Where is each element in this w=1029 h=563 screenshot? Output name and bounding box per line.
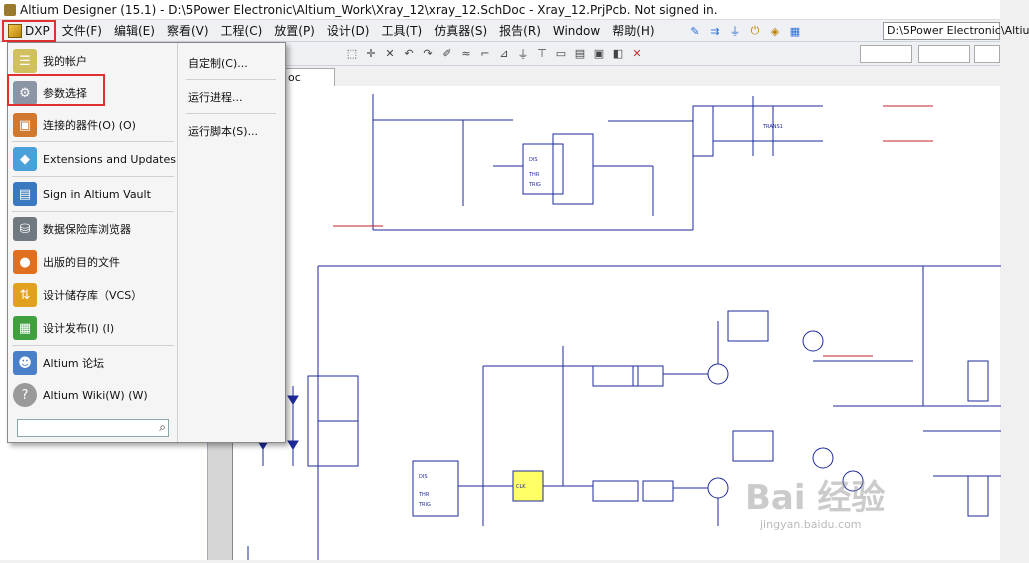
port-icon[interactable]: ◧ [612,47,624,60]
move-icon[interactable]: ✛ [366,47,376,60]
menu-item-connected-devices[interactable]: ▣ 连接的器件(O) (O) [10,109,176,141]
port-tool-icon[interactable]: ◈ [770,24,780,38]
menu-item-forum[interactable]: ☻ Altium 论坛 [10,347,176,379]
menu-bar: DXP 文件(F) 编辑(E) 察看(V) 工程(C) 放置(P) 设计(D) … [0,19,1000,42]
bus-entry-icon[interactable]: ⌐ [480,47,490,60]
zoom-combo[interactable] [974,45,1000,63]
menu-item-wiki[interactable]: ? Altium Wiki(W) (W) [10,379,176,411]
repository-icon: ⇅ [13,283,37,307]
net-icon[interactable]: ≈ [461,47,471,60]
menu-item-customize[interactable]: 自定制(C)... [188,57,248,70]
ground-icon[interactable]: ⏚ [517,47,529,61]
menu-item-run-script[interactable]: 运行脚本(S)... [188,125,259,138]
search-icon[interactable]: ⌕ [159,420,166,434]
ground-tool-icon[interactable]: ⏚ [729,25,741,38]
menu-item-publish-destinations[interactable]: ● 出版的目的文件 [10,246,176,278]
help-icon: ? [13,383,37,407]
menu-simulator[interactable]: 仿真器(S) [434,23,488,38]
menu-item-extensions[interactable]: ◆ Extensions and Updates [10,143,176,175]
menu-edit[interactable]: 编辑(E) [113,23,155,38]
forum-icon: ☻ [13,351,37,375]
svg-text:TRIG: TRIG [528,182,541,188]
menu-design[interactable]: 设计(D) [326,23,370,38]
watermark-url: jingyan.baidu.com [760,518,862,531]
netlabel-icon[interactable]: ⊿ [499,47,509,60]
menu-place[interactable]: 放置(P) [274,23,315,38]
svg-text:TRANS1: TRANS1 [762,124,783,130]
menu-item-design-repository[interactable]: ⇅ 设计储存库（VCS） [10,279,176,311]
menu-separator [12,345,174,346]
window-title: Altium Designer (15.1) - D:\5Power Elect… [20,2,718,17]
no-erc-icon[interactable]: ✕ [632,47,642,60]
bus-tool-icon[interactable]: ⇉ [710,24,720,38]
svg-text:DIS: DIS [529,157,538,163]
menu-item-vault-explorer[interactable]: ⛁ 数据保险库浏览器 [10,213,176,245]
menu-dxp[interactable]: DXP [2,19,56,42]
menu-project[interactable]: 工程(C) [220,23,263,38]
vcc-icon[interactable]: ⊤ [537,47,547,60]
main-toolbar: ✎ ⇉ ⏚ ⏻ ◈ ▦ [683,20,1000,42]
highlight-icon[interactable]: ✐ [442,47,452,60]
svg-text:THR: THR [418,492,430,498]
dxp-menu-left: ☰ 我的帐户 ⚙ 参数选择 ▣ 连接的器件(O) (O) ◆ Extension… [8,43,178,442]
release-icon: ▦ [13,316,37,340]
grid-tool-icon[interactable]: ▦ [789,24,801,38]
svg-text:DIS: DIS [419,474,428,480]
menu-search-input[interactable]: ⌕ [17,419,169,437]
menu-item-preferences[interactable]: ⚙ 参数选择 [10,77,176,109]
menu-tools[interactable]: 工具(T) [381,23,423,38]
altium-logo-icon [4,3,16,16]
menu-separator [12,211,174,212]
cross-icon[interactable]: ✕ [385,47,395,60]
mask-combo[interactable] [918,45,970,63]
svg-text:THR: THR [528,172,540,178]
dxp-menu-right: 自定制(C)... 运行进程... 运行脚本(S)... [178,43,285,442]
menu-help[interactable]: 帮助(H) [612,23,655,38]
menu-item-my-account[interactable]: ☰ 我的帐户 [10,45,176,77]
title-bar: Altium Designer (15.1) - D:\5Power Elect… [0,0,1000,20]
menu-window[interactable]: Window [552,23,601,38]
menu-item-design-release[interactable]: ▦ 设计发布(I) (I) [10,312,176,344]
vault-icon: ▤ [13,182,37,206]
undo-icon[interactable]: ↶ [404,47,414,60]
schematic-canvas[interactable]: DIS THR TRIG DIS THR TRIG CLK TRANS1 [232,86,1001,560]
schematic-labels: DIS THR TRIG DIS THR TRIG CLK TRANS1 [418,124,783,508]
account-icon: ☰ [13,49,37,73]
devices-icon: ▣ [13,113,37,137]
menu-view[interactable]: 察看(V) [166,23,209,38]
dxp-menu: ☰ 我的帐户 ⚙ 参数选择 ▣ 连接的器件(O) (O) ◆ Extension… [7,42,286,443]
menu-file[interactable]: 文件(F) [61,23,102,38]
menu-item-run-process[interactable]: 运行进程... [188,91,243,104]
menu-separator [12,141,174,142]
dxp-icon [8,23,22,38]
menu-separator [186,79,276,80]
sheet-icon[interactable]: ▤ [574,47,586,60]
redo-icon[interactable]: ↷ [423,47,433,60]
preferences-highlight [7,74,105,106]
menu-item-sign-in-vault[interactable]: ▤ Sign in Altium Vault [10,178,176,210]
path-field[interactable]: D:\5Power Electronic\Altiu [883,22,1029,40]
tab-schematic-document[interactable]: oc [285,68,335,86]
watermark: Bai 经验 [745,478,886,518]
sheet-entry-icon[interactable]: ▣ [593,47,605,60]
power-tool-icon[interactable]: ⏻ [750,24,760,37]
menu-separator [186,113,276,114]
svg-text:CLK: CLK [516,484,526,490]
svg-text:TRIG: TRIG [418,502,431,508]
component-icon[interactable]: ▭ [555,47,567,60]
publish-icon: ● [13,250,37,274]
extensions-icon: ◆ [13,147,37,171]
wire-tool-icon[interactable]: ✎ [690,24,700,38]
database-icon: ⛁ [13,217,37,241]
menu-reports[interactable]: 报告(R) [499,23,541,38]
menu-separator [12,176,174,177]
schematic-drawing: DIS THR TRIG DIS THR TRIG CLK TRANS1 [247,94,1001,560]
filter-combo[interactable] [860,45,912,63]
select-icon[interactable]: ⬚ [346,47,358,60]
gear-icon: ⚙ [13,81,37,105]
